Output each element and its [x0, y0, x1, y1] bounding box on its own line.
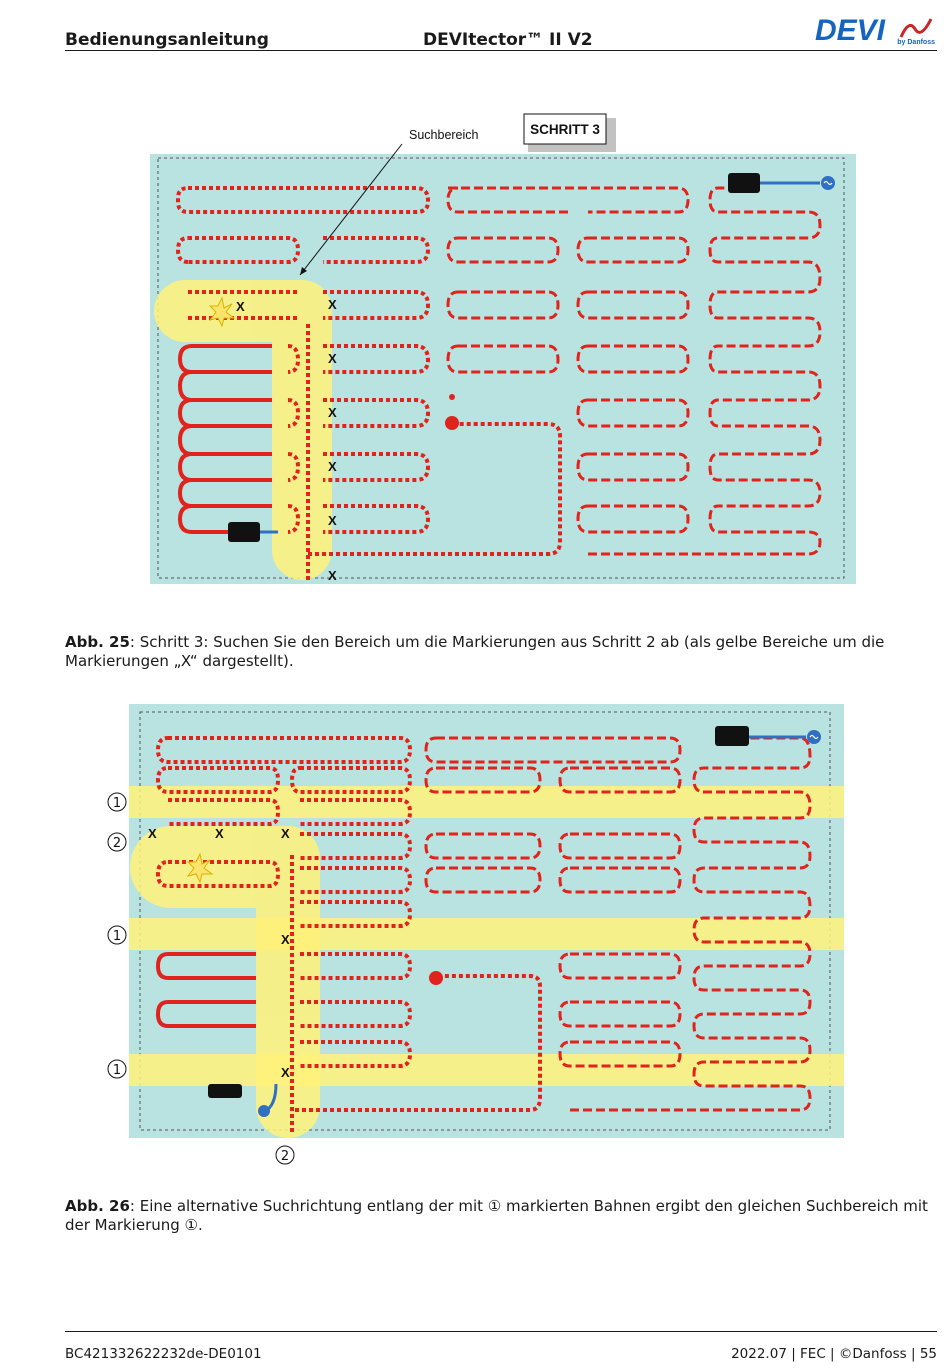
circled-label-1 [107, 1059, 127, 1079]
thermostat-box [208, 1084, 242, 1098]
figure-26-caption: Abb. 26: Eine alternative Suchrichtung e… [65, 1197, 937, 1235]
circled-label-2-text: 2 [113, 836, 121, 851]
logo-swoosh-icon [899, 18, 933, 38]
thermostat-box [228, 522, 260, 542]
figure-25-diagram: X X X X X X X Suchbereich SCHRITT 3 [150, 113, 856, 584]
header-product-name: DEVItector™ II V2 [423, 30, 593, 50]
circled-label-1-text: 1 [113, 796, 121, 811]
figure-26-diagram: X X X X X 1 2 1 1 2 [107, 704, 844, 1165]
cable-solid-section [155, 952, 256, 1028]
figure-25-caption: Abb. 25: Schritt 3: Suchen Sie den Berei… [65, 633, 937, 671]
marker-x: X [148, 826, 157, 841]
marker-x: X [281, 826, 290, 841]
footer-page-info: 2022.07 | FEC | ©Danfoss | 55 [731, 1346, 937, 1362]
fault-point [429, 971, 443, 985]
cable-dotted-left [155, 736, 542, 1132]
caption-label: Abb. 25 [65, 633, 130, 651]
step-label: SCHRITT 3 [530, 122, 600, 137]
room-outline [157, 157, 845, 579]
marker-x: X [328, 297, 337, 312]
spark-icon [186, 852, 214, 884]
circled-label-1 [107, 792, 127, 812]
thermostat-box-top [728, 173, 760, 193]
circled-label-2 [107, 832, 127, 852]
step-box [523, 113, 607, 145]
cable-dashed-right [424, 736, 812, 1112]
marker-x: X [281, 932, 290, 947]
marker-x: X [281, 1065, 290, 1080]
logo-subtext: by Danfoss [897, 39, 935, 46]
marker-x: X [215, 826, 224, 841]
search-area-label: Suchbereich [409, 128, 479, 142]
cable-dotted-left [175, 186, 562, 580]
footer-rule [65, 1331, 937, 1332]
caption-label: Abb. 26 [65, 1197, 130, 1215]
marker-x: X [328, 351, 337, 366]
circled-label-1-text: 1 [113, 1063, 121, 1078]
marker-x: X [328, 568, 337, 583]
cable-solid-section [177, 344, 272, 534]
marker-x: X [328, 513, 337, 528]
header-document-type: Bedienungsanleitung [65, 30, 269, 50]
spark-icon [208, 296, 236, 328]
circled-label-2-text: 2 [281, 1149, 289, 1164]
circled-label-2 [275, 1145, 295, 1165]
fault-point [445, 416, 459, 430]
marker-x: X [328, 405, 337, 420]
caption-text: : Schritt 3: Suchen Sie den Bereich um d… [65, 633, 885, 670]
circled-label-1-text: 1 [113, 929, 121, 944]
marker-x: X [236, 299, 245, 314]
footer-doc-number: BC421332622232de-DE0101 [65, 1346, 262, 1362]
logo-text: DEVI [815, 14, 886, 47]
floor-panel [150, 154, 856, 584]
header-rule [65, 50, 937, 51]
caption-text: : Eine alternative Suchrichtung entlang … [65, 1197, 928, 1234]
circled-label-1 [107, 925, 127, 945]
cable-dashed-right [446, 186, 822, 556]
marker-x: X [328, 459, 337, 474]
pointer-arrow [299, 143, 403, 276]
search-area-highlight [154, 280, 332, 580]
thermostat-box-top [715, 726, 749, 746]
devi-logo: DEVI by Danfoss [815, 14, 935, 48]
